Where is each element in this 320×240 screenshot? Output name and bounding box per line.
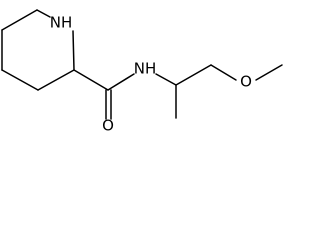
bond-carbonyl-to-nh (107, 73, 135, 91)
bond-o-to-methyl (255, 64, 283, 81)
bond-nh-to-ch (155, 73, 177, 86)
bond-ring-to-carbonyl (73, 69, 109, 91)
bond-ring-c3-c4 (37, 69, 75, 91)
bond-ch-to-ch2 (175, 64, 212, 86)
chemical-structure-diagram: NH NH O O (0, 0, 284, 132)
atom-label-carbonyl-o: O (102, 117, 114, 133)
bond-ring-c4-c5 (1, 69, 39, 91)
atom-label-ring-nh: NH (50, 14, 73, 32)
atom-label-amide-nh: NH (134, 60, 157, 78)
molecule-svg: NH NH O O (1, 9, 283, 133)
bond-ring-n-c3 (72, 30, 75, 71)
bond-ring-c1-c2 (1, 9, 38, 31)
bond-ch2-to-o (210, 64, 237, 81)
bond-ring-c2-n (36, 9, 51, 18)
atom-label-ether-o: O (240, 73, 252, 91)
